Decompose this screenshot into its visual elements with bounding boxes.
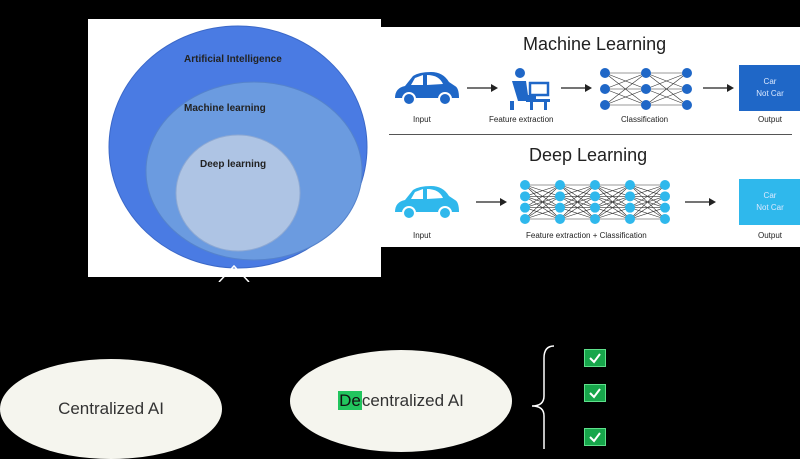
- network-edge: [524, 184, 561, 208]
- network-node: [520, 202, 530, 213]
- ml-output-label: Output: [758, 115, 783, 124]
- network-node: [641, 84, 651, 94]
- network-edge: [559, 184, 596, 197]
- network-edge: [629, 196, 666, 220]
- network-edge: [524, 184, 561, 197]
- network-edge: [629, 184, 666, 220]
- checkbox-icon: [584, 349, 606, 367]
- ml-title: Machine Learning: [523, 34, 667, 54]
- dl-input-label: Input: [413, 231, 431, 240]
- network-node: [625, 202, 635, 213]
- network-edge: [604, 72, 647, 90]
- network-edge: [604, 88, 647, 106]
- decentralized-ai-ellipse: Decentralized AI: [290, 350, 512, 452]
- ai-venn-panel: Artificial Intelligence Machine learning…: [88, 19, 381, 277]
- network-node: [625, 180, 635, 190]
- arrow-right-icon: [476, 198, 507, 206]
- network-edge: [559, 207, 596, 220]
- network-node: [590, 202, 600, 213]
- network-node: [520, 191, 530, 202]
- network-node: [625, 191, 635, 202]
- network-node: [600, 68, 610, 78]
- network-node: [660, 214, 670, 224]
- arrow-right-icon: [467, 84, 498, 92]
- network-edge: [594, 196, 631, 220]
- decentralized-ai-label: Decentralized AI: [338, 391, 464, 411]
- network-node: [600, 84, 610, 94]
- car-icon: [395, 186, 459, 220]
- venn-label-dl: Deep learning: [200, 159, 267, 170]
- decentralized-highlight: De: [338, 391, 362, 410]
- dl-output-notcar: Not Car: [756, 203, 784, 212]
- dl-output-label: Output: [758, 231, 783, 240]
- network-node: [625, 214, 635, 224]
- network-edge: [629, 207, 666, 220]
- venn-label-ml: Machine learning: [184, 103, 266, 114]
- divider: [389, 134, 792, 135]
- network-edge: [559, 196, 596, 220]
- network-node: [682, 100, 692, 110]
- dl-output-box: Car Not Car: [739, 179, 800, 225]
- network-node: [590, 214, 600, 224]
- checkbox-icon: [584, 428, 606, 446]
- dl-feature-class-label: Feature extraction + Classification: [526, 231, 647, 240]
- dl-circle: [175, 134, 301, 252]
- network-edge: [594, 207, 631, 220]
- network-node: [520, 180, 530, 190]
- network-edge: [524, 196, 561, 220]
- ml-dl-panel: Machine Learning Input Feature extractio…: [381, 27, 800, 247]
- network-edge: [629, 184, 666, 197]
- network-node: [555, 180, 565, 190]
- network-node: [660, 191, 670, 202]
- ml-input-label: Input: [413, 115, 431, 124]
- network-node: [660, 180, 670, 190]
- decentralized-rest: centralized AI: [361, 391, 464, 410]
- centralized-ai-ellipse: Centralized AI: [0, 359, 222, 459]
- network-edge: [604, 72, 647, 106]
- network-edge: [524, 207, 561, 220]
- network-edge: [559, 184, 596, 208]
- network-edge: [645, 72, 688, 106]
- network-edge: [594, 184, 631, 197]
- network-node: [682, 68, 692, 78]
- network-node: [555, 202, 565, 213]
- arrow-right-icon: [703, 84, 734, 92]
- venn-diagram: [108, 25, 368, 269]
- network-node: [520, 214, 530, 224]
- network-edge: [594, 184, 631, 220]
- neural-network-icon: [520, 180, 670, 224]
- network-node: [590, 180, 600, 190]
- network-edge: [645, 72, 688, 90]
- network-node: [660, 202, 670, 213]
- network-edge: [645, 88, 688, 106]
- checkbox-icon: [584, 384, 606, 402]
- ml-output-notcar: Not Car: [756, 89, 784, 98]
- network-node: [600, 100, 610, 110]
- arrow-right-icon: [685, 198, 716, 206]
- ml-output-box: Car Not Car: [739, 65, 800, 111]
- network-edge: [559, 184, 596, 220]
- network-node: [590, 191, 600, 202]
- neural-network-icon: [600, 68, 692, 110]
- network-edge: [524, 184, 561, 220]
- person-computer-icon: [510, 68, 550, 110]
- ml-feature-label: Feature extraction: [489, 115, 554, 124]
- network-node: [682, 84, 692, 94]
- network-node: [641, 68, 651, 78]
- network-node: [555, 214, 565, 224]
- connector-caret: [218, 264, 250, 282]
- centralized-ai-label: Centralized AI: [58, 399, 164, 418]
- car-icon: [395, 72, 459, 106]
- venn-label-ai: Artificial Intelligence: [184, 54, 282, 65]
- arrow-right-icon: [561, 84, 592, 92]
- dl-output-car: Car: [763, 191, 777, 200]
- dl-title: Deep Learning: [529, 145, 648, 165]
- ml-classification-label: Classification: [621, 115, 669, 124]
- network-node: [555, 191, 565, 202]
- network-edge: [629, 184, 666, 208]
- network-edge: [594, 184, 631, 208]
- ml-output-car: Car: [763, 77, 777, 86]
- brace-icon: [531, 345, 555, 449]
- network-node: [641, 100, 651, 110]
